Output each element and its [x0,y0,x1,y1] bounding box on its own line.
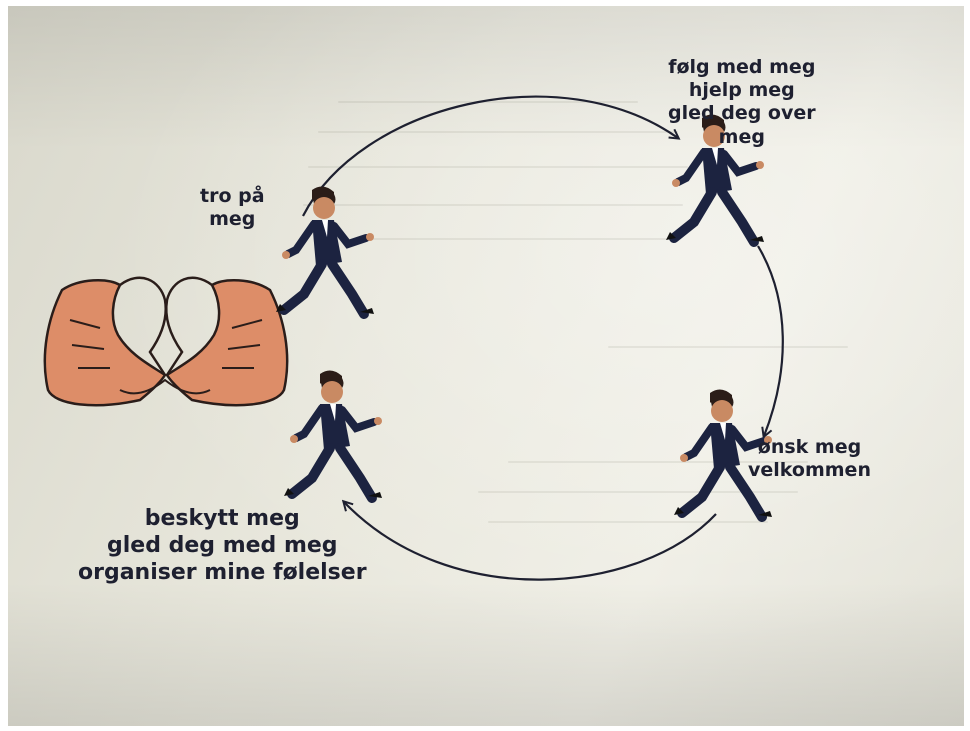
label-line: meg [668,126,816,149]
label-beskytt-meg: beskytt meg gled deg med meg organiser m… [78,506,367,586]
label-line: tro på [200,185,265,208]
label-line: gled deg over [668,102,816,125]
label-line: følg med meg [668,56,816,79]
label-tro-pa-meg: tro på meg [200,185,265,231]
label-line: organiser mine følelser [78,560,367,587]
label-folg-med-meg: følg med meg hjelp meg gled deg over meg [668,56,816,149]
label-line: beskytt meg [78,506,367,533]
label-onsk-meg-velkommen: ønsk meg velkommen [748,436,871,482]
label-line: velkommen [748,459,871,482]
label-line: gled deg med meg [78,533,367,560]
running-man-icon [284,370,382,498]
label-line: hjelp meg [668,79,816,102]
running-man-icon [276,186,374,314]
arrow-bottom [344,502,716,580]
label-line: meg [200,208,265,231]
heart-hands-icon [45,278,287,405]
arrow-right [758,246,783,436]
arrow-top [303,97,678,216]
label-line: ønsk meg [748,436,871,459]
